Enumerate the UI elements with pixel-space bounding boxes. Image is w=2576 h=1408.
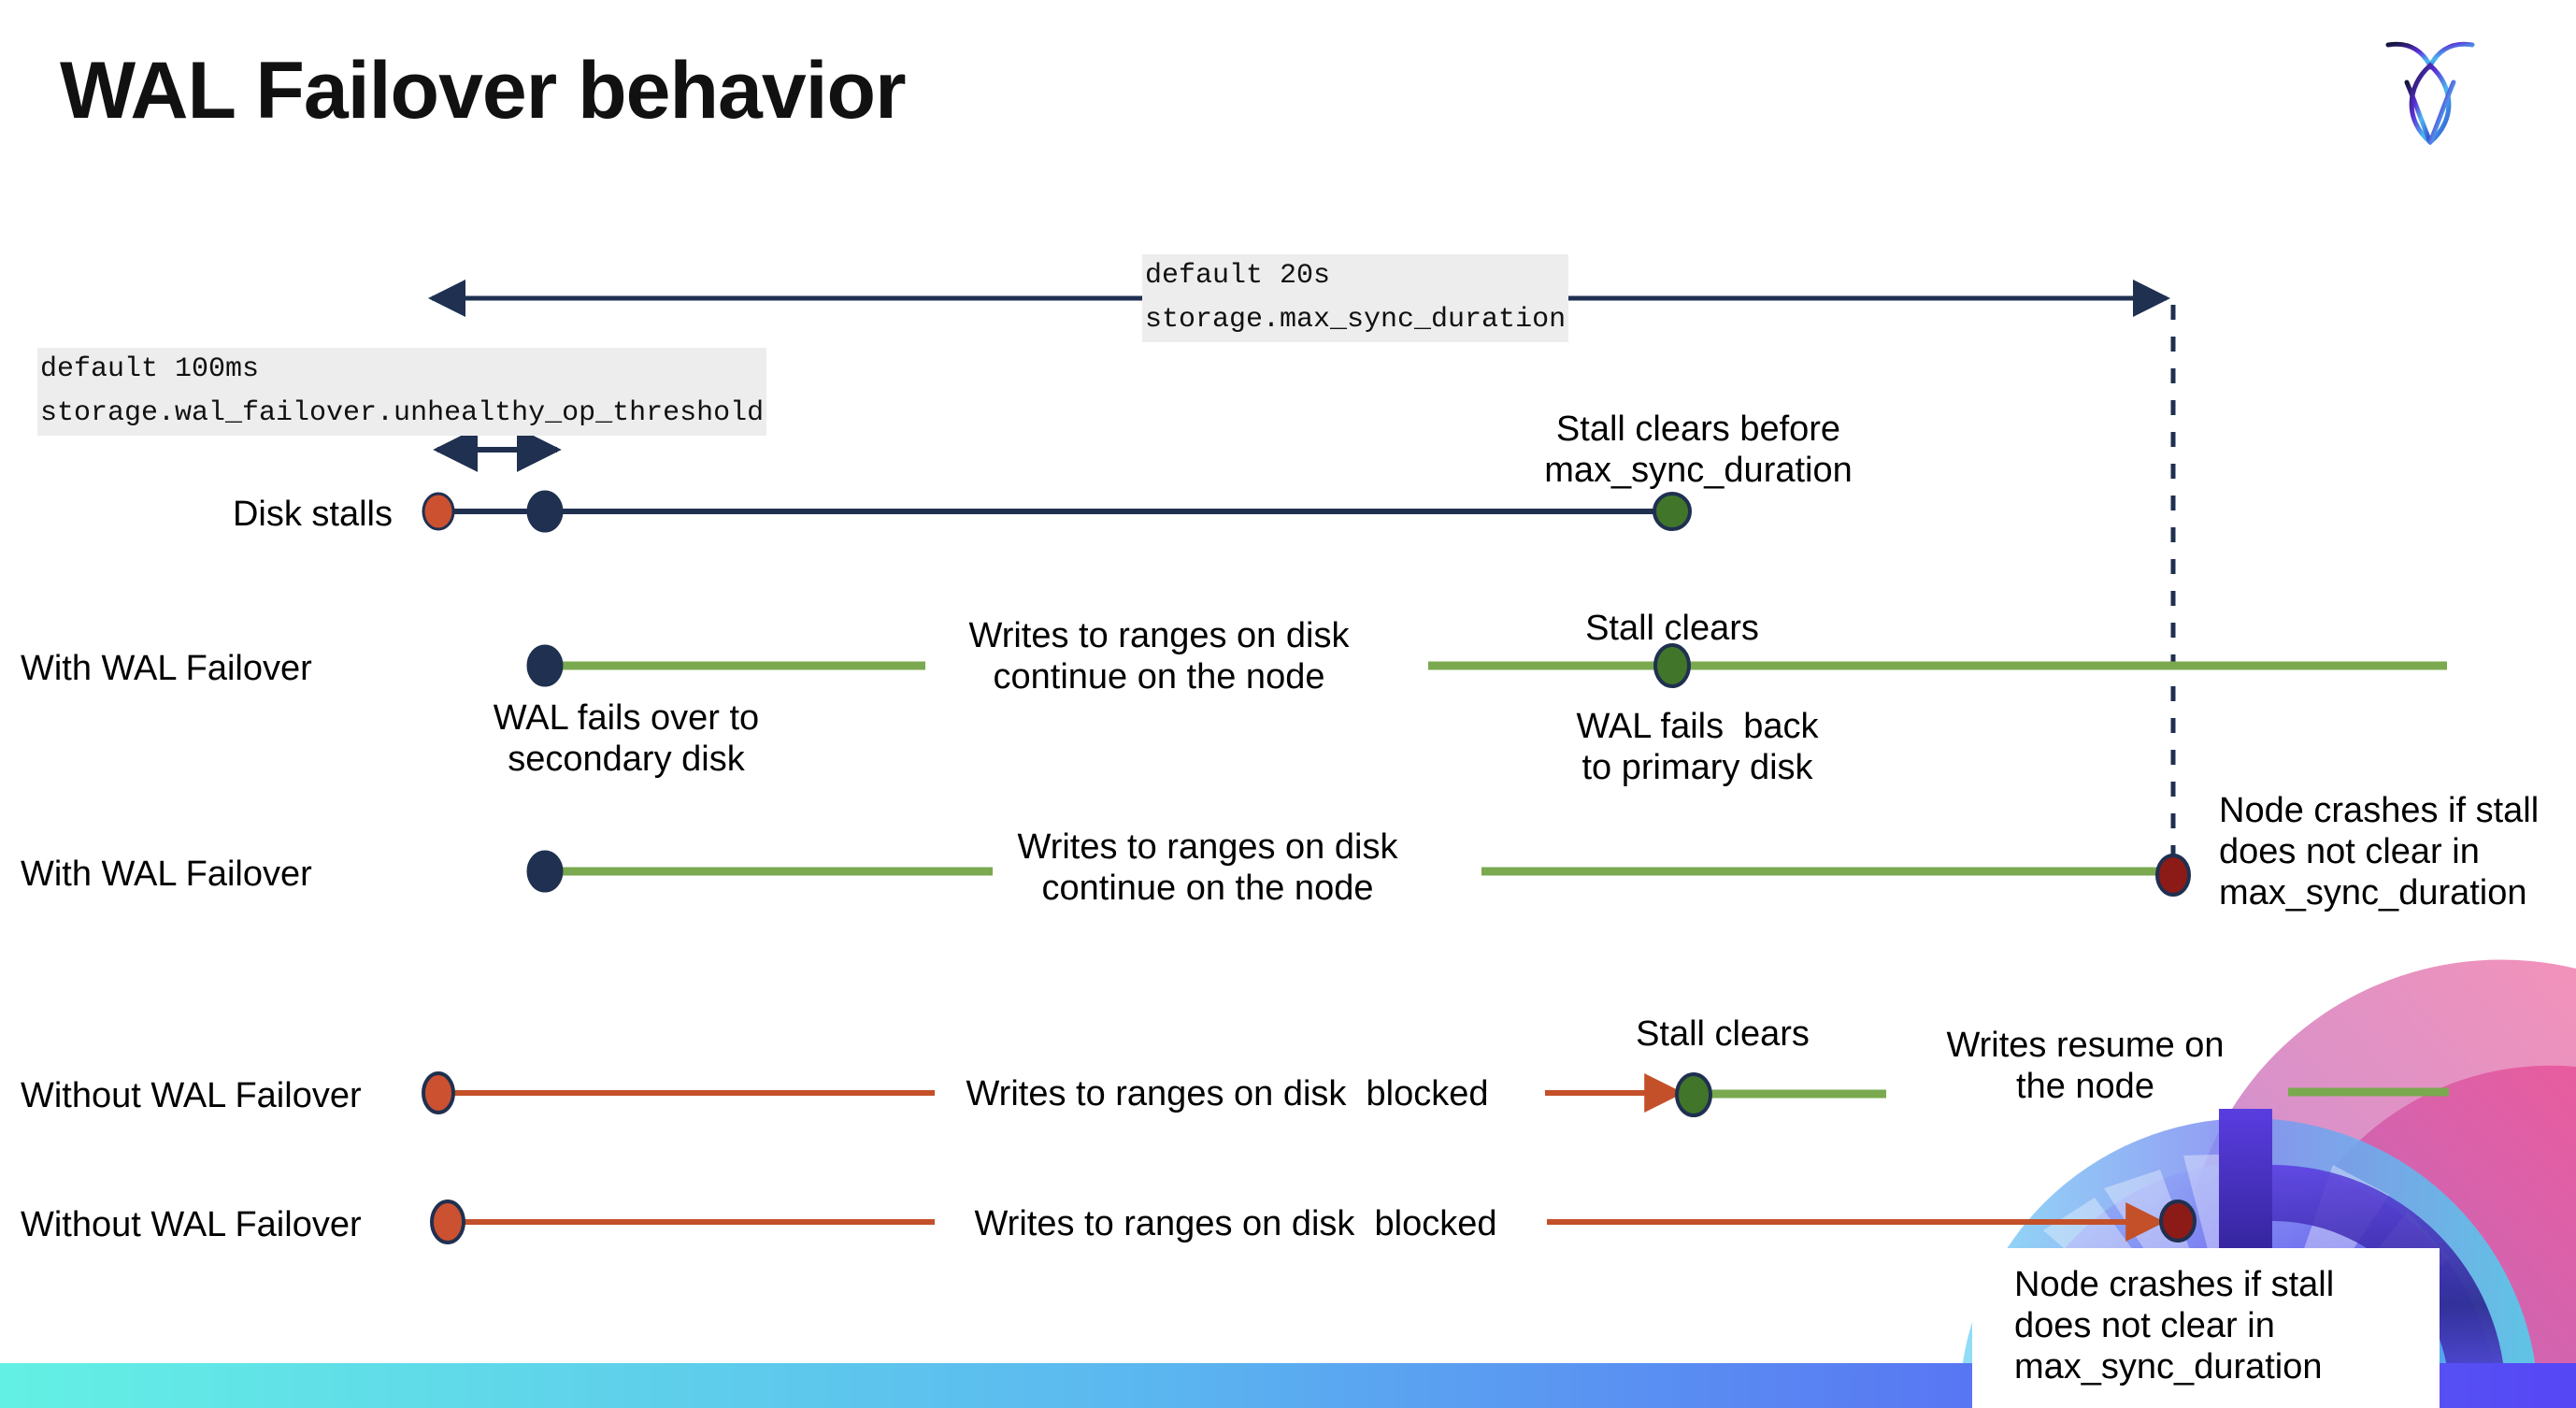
callout-max-sync-duration: default 20s storage.max_sync_duration <box>1142 254 1569 342</box>
note-writes-blocked-row5: Writes to ranges on disk blocked <box>974 1204 1497 1243</box>
note-node-crashes-row5: Node crashes if stall does not clear in … <box>2014 1265 2335 1387</box>
row-label-disk-stalls: Disk stalls <box>232 495 393 534</box>
row-label-without-wal-failover-clears: Without WAL Failover <box>21 1076 362 1115</box>
note-writes-continue-row3: Writes to ranges on disk continue on the… <box>1017 827 1398 909</box>
note-writes-continue-row2: Writes to ranges on disk continue on the… <box>968 616 1350 697</box>
note-wal-fails-back-to-primary-disk: WAL fails back to primary disk <box>1576 707 1819 788</box>
note-stall-clears-row4: Stall clears <box>1636 1014 1810 1054</box>
callout-max-sync-default: default 20s <box>1142 254 1569 298</box>
row-label-without-wal-failover-crash: Without WAL Failover <box>21 1205 362 1244</box>
row-disk-stalls-timeline <box>422 490 1692 533</box>
callout-unhealthy-op-threshold: default 100ms storage.wal_failover.unhea… <box>37 348 767 436</box>
note-writes-resume-on-the-node: Writes resume on the node <box>1946 1026 2225 1107</box>
callout-max-sync-setting: storage.max_sync_duration <box>1142 298 1569 342</box>
row-label-with-wal-failover-clears: With WAL Failover <box>21 649 312 688</box>
row-label-with-wal-failover-crash: With WAL Failover <box>21 855 312 894</box>
row-without-wal-failover-clears-timeline <box>422 1071 2449 1117</box>
note-writes-blocked-row4: Writes to ranges on disk blocked <box>966 1074 1489 1113</box>
page-title: WAL Failover behavior <box>60 46 907 136</box>
row-with-wal-failover-crash-timeline <box>526 850 2191 897</box>
row-with-wal-failover-clears-timeline <box>526 643 2447 688</box>
cockroach-labs-logo-icon <box>2385 41 2475 146</box>
note-node-crashes-row3: Node crashes if stall does not clear in … <box>2219 791 2540 913</box>
note-wal-fails-over-to-secondary-disk: WAL fails over to secondary disk <box>493 698 760 780</box>
note-stall-clears-before-max-sync: Stall clears before max_sync_duration <box>1544 409 1853 491</box>
callout-unhealthy-default: default 100ms <box>37 348 767 392</box>
note-stall-clears-row2: Stall clears <box>1585 609 1759 648</box>
callout-unhealthy-setting: storage.wal_failover.unhealthy_op_thresh… <box>37 392 767 436</box>
